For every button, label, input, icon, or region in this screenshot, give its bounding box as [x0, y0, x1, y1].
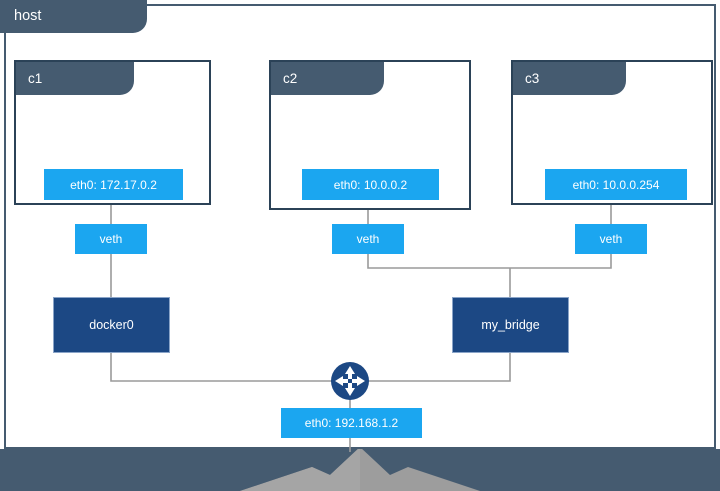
four-way-arrows-icon[interactable]	[330, 361, 370, 401]
interface-c1-eth0[interactable]: eth0: 172.17.0.2	[44, 169, 183, 200]
veth-c1[interactable]: veth	[75, 224, 147, 254]
interface-c2-eth0[interactable]: eth0: 10.0.0.2	[302, 169, 439, 200]
bridge-docker0[interactable]: docker0	[53, 297, 170, 353]
container-label-c2: c2	[271, 62, 384, 95]
bridge-my-bridge[interactable]: my_bridge	[452, 297, 569, 353]
interface-host-eth0[interactable]: eth0: 192.168.1.2	[281, 408, 422, 438]
external-network-mountain-icon	[240, 447, 480, 491]
host-frame	[4, 4, 716, 449]
veth-c3[interactable]: veth	[575, 224, 647, 254]
container-label-c1: c1	[16, 62, 134, 95]
container-label-c3: c3	[513, 62, 626, 95]
veth-c2[interactable]: veth	[332, 224, 404, 254]
host-label: host	[0, 0, 147, 33]
interface-c3-eth0[interactable]: eth0: 10.0.0.254	[545, 169, 687, 200]
